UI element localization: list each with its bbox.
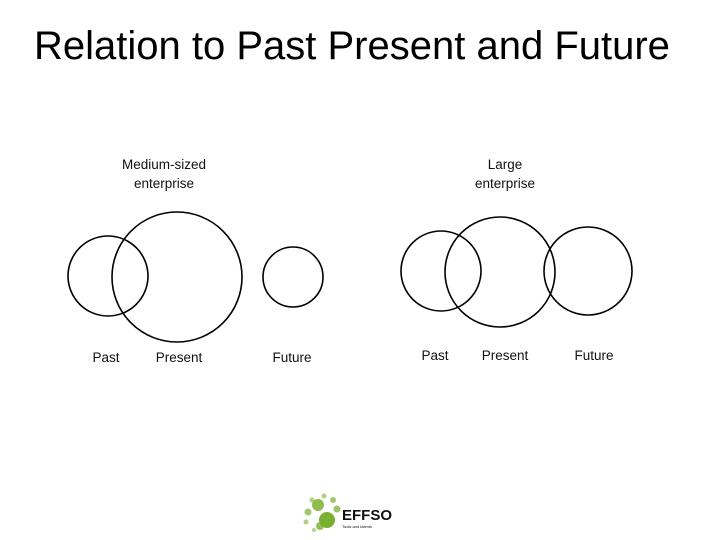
medium-future-circle bbox=[262, 246, 324, 308]
medium-past-label: Past bbox=[92, 350, 119, 365]
medium-present-label: Present bbox=[156, 350, 203, 365]
large-past-label: Past bbox=[421, 348, 448, 363]
medium-past-circle bbox=[67, 235, 149, 317]
large-heading-line1: Large bbox=[488, 157, 523, 172]
page-title: Relation to Past Present and Future bbox=[34, 24, 670, 68]
logo-name: EFFSO bbox=[342, 507, 392, 524]
large-future-label: Future bbox=[574, 348, 613, 363]
large-present-label: Present bbox=[482, 348, 529, 363]
logo-dots-icon bbox=[303, 493, 341, 532]
medium-enterprise-diagram: Medium-sized enterprise Past Present Fut… bbox=[67, 157, 324, 365]
large-future-circle bbox=[543, 226, 633, 316]
large-past-circle bbox=[400, 230, 482, 312]
medium-heading-line1: Medium-sized bbox=[122, 157, 206, 172]
large-heading-line2: enterprise bbox=[475, 176, 535, 191]
large-enterprise-diagram: Large enterprise Past Present Future bbox=[400, 157, 633, 363]
medium-heading-line2: enterprise bbox=[134, 176, 194, 191]
medium-future-label: Future bbox=[272, 350, 311, 365]
large-present-circle bbox=[444, 216, 556, 328]
medium-present-circle bbox=[111, 211, 243, 343]
logo-tagline: Tools and talents bbox=[342, 524, 372, 529]
effso-logo: EFFSO Tools and talents bbox=[303, 493, 392, 532]
